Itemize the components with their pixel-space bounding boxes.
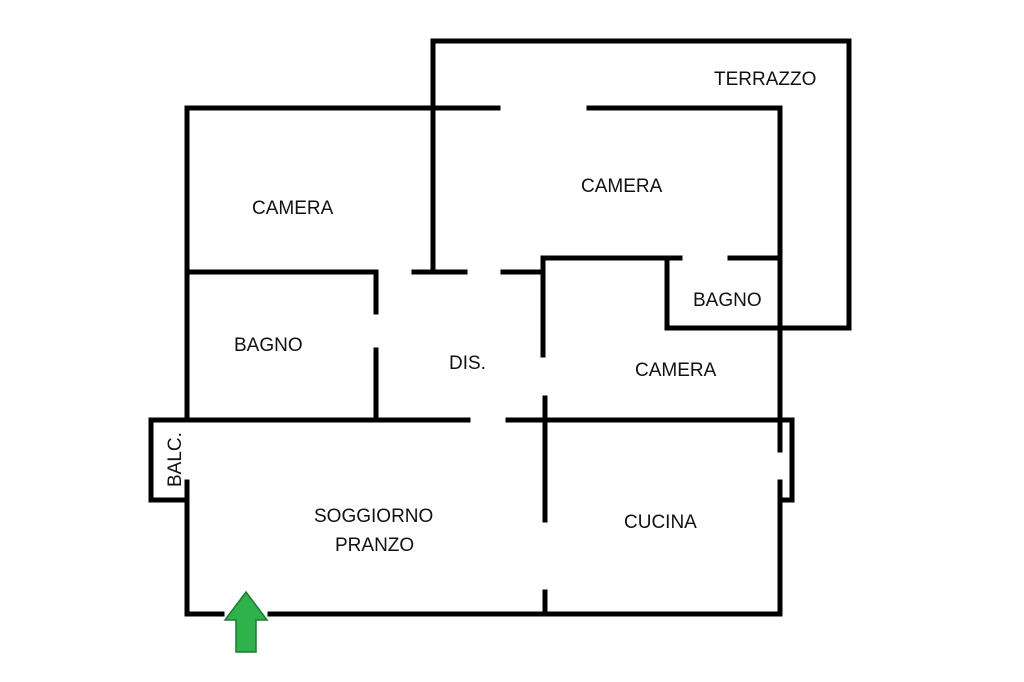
cucina-label: CUCINA <box>624 512 697 533</box>
walls <box>148 38 852 617</box>
right-balcony-wall <box>777 417 795 503</box>
terrazzo-label: TERRAZZO <box>714 69 816 90</box>
pranzo-label: PRANZO <box>335 535 414 556</box>
bagno-left-label: BAGNO <box>234 335 303 356</box>
balc-label: BALC. <box>165 432 186 487</box>
camera-right-label: CAMERA <box>635 360 717 381</box>
up-arrow-icon <box>223 590 269 653</box>
camera-top-center-label: CAMERA <box>581 176 663 197</box>
soggiorno-label: SOGGIORNO <box>314 506 433 527</box>
dis-label: DIS. <box>449 353 486 374</box>
balcony-wall <box>148 417 190 503</box>
camera-top-left-label: CAMERA <box>252 198 334 219</box>
bagno-right-wall <box>664 255 783 331</box>
terrace-wall <box>430 38 852 331</box>
bagno-right-label: BAGNO <box>693 290 762 311</box>
